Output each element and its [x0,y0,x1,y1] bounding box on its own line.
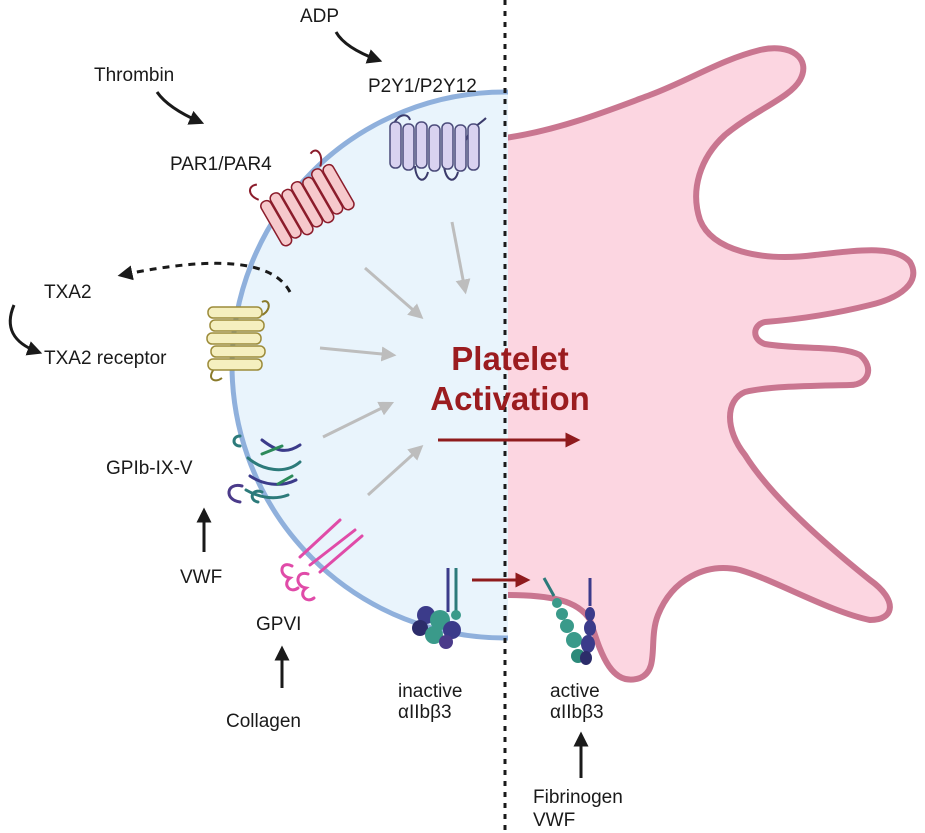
gpib-ix-v-complex-icon [227,434,302,504]
inactive-integrin-icon [412,568,461,649]
gpvi-receptor-icon [280,518,364,602]
par-receptor-icon [248,149,355,247]
txa2-label: TXA2 [44,282,92,303]
active-integrin-state-label: active [550,681,600,702]
active-integrin-name-label: αIIbβ3 [550,702,604,723]
par-receptor-label: PAR1/PAR4 [170,154,272,175]
signal-arrow-p2y [450,221,471,295]
gpib-ix-v-label: GPIb-IX-V [106,458,193,479]
thrombin-label: Thrombin [94,65,174,86]
title-line-1: Platelet [451,340,568,377]
active-integrin-icon [542,577,596,665]
adp-arrow [334,31,383,64]
txa2-feedback-arrow [8,304,43,356]
agonist-arrows [8,31,589,778]
vwf-ligand-label: VWF [533,810,575,831]
title-line-2: Activation [430,380,590,417]
signal-arrow-txa2r [319,346,397,362]
txa2-receptor-icon [206,300,270,382]
gpvi-label: GPVI [256,614,301,635]
txa2-release-arrow [117,261,292,293]
signal-arrow-gpvi [366,444,424,497]
activated-platelet-body [508,45,917,683]
signal-arrows [319,221,471,497]
signal-arrow-gpib [322,401,395,439]
inactive-integrin-name-label: αIIbβ3 [398,702,452,723]
collagen-label: Collagen [226,711,301,732]
p2y-receptor-icon [389,114,487,181]
fibrinogen-label: Fibrinogen [533,787,623,808]
txa2-receptor-label: TXA2 receptor [44,348,167,369]
activated-platelet [508,45,917,683]
vwf-label: VWF [180,567,222,588]
signal-arrow-par [364,266,424,319]
thrombin-arrow [155,91,205,125]
inactive-integrin-state-label: inactive [398,681,462,702]
p2y-receptor-label: P2Y1/P2Y12 [368,76,477,97]
adp-label: ADP [300,6,339,27]
